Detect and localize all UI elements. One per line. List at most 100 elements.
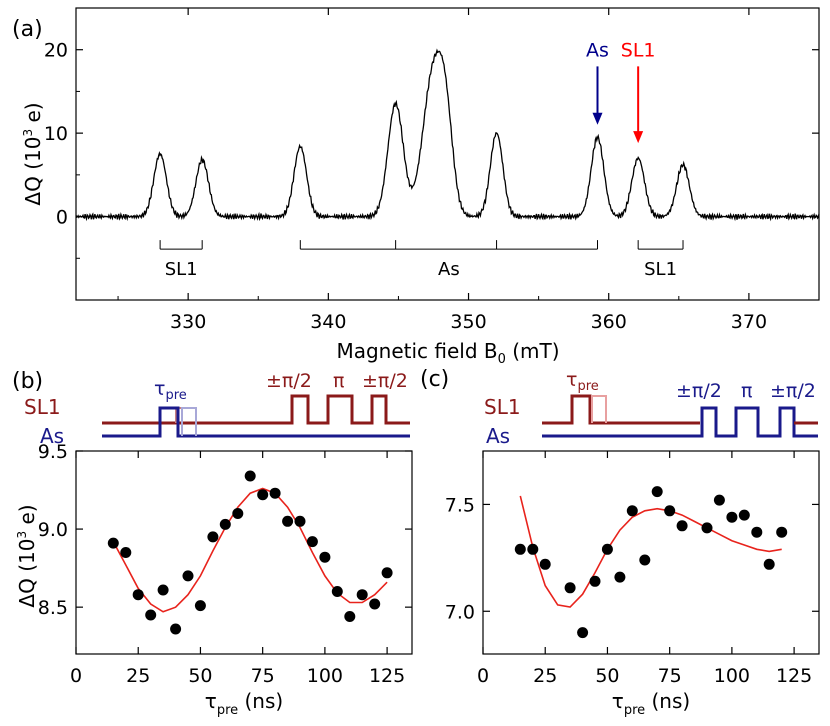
x-tick-label-c: 100	[714, 665, 750, 687]
data-point-c	[626, 505, 638, 517]
x-tick-label-c: 50	[595, 665, 619, 687]
arrow-label-as: As	[586, 39, 609, 61]
data-points-c	[514, 486, 788, 639]
data-point-b	[107, 537, 119, 549]
data-point-b	[331, 586, 343, 597]
pulse-label-pi2-2-c: ±π/2	[770, 380, 816, 402]
pulse-label-as-c: As	[486, 424, 510, 448]
y-tick-label-b: 9.5	[38, 441, 68, 463]
y-tick-label-c: 7.5	[445, 494, 475, 516]
x-tick-label-a: 370	[731, 311, 767, 333]
pulse-label-pi2-1-c: ±π/2	[676, 380, 722, 402]
data-point-c	[577, 627, 589, 639]
x-tick-label-c: 0	[477, 665, 489, 687]
data-point-b	[306, 536, 318, 548]
data-point-c	[514, 543, 526, 555]
x-tick-label-b: 100	[307, 665, 343, 687]
bracket-label: SL1	[165, 259, 198, 280]
data-point-b	[120, 547, 132, 558]
as-pulse-line-c	[542, 406, 818, 438]
data-point-c	[751, 526, 763, 538]
data-point-b	[244, 470, 256, 482]
x-tick-label-b: 50	[188, 665, 212, 687]
data-points-b	[107, 470, 393, 635]
data-point-c	[601, 543, 613, 555]
data-point-b	[145, 609, 157, 621]
data-point-b	[170, 623, 182, 635]
pulse-label-pi2-1-b: ±π/2	[266, 370, 312, 392]
x-tick-label-b: 75	[251, 665, 275, 687]
data-point-b	[356, 589, 368, 601]
data-point-c	[589, 575, 601, 587]
fit-curve-b	[112, 487, 388, 613]
as-pulse-ghost-b	[181, 407, 197, 436]
x-axis-label-c: τpre (ns)	[612, 689, 690, 718]
data-point-c	[776, 526, 788, 538]
spectrum-trace	[75, 48, 820, 222]
x-axis-label-b: τpre (ns)	[205, 689, 283, 718]
sl1-pulse-line-c	[542, 394, 700, 425]
data-point-c	[539, 558, 551, 570]
data-point-c	[763, 558, 775, 570]
axis-ticks-c: 0 25 50 75 100 125 7.0 7.5	[445, 451, 819, 687]
tau-label-b: τpre	[154, 378, 187, 403]
x-axis-label-a: Magnetic field B0 (mT)	[336, 339, 559, 367]
data-point-b	[344, 611, 356, 622]
data-point-c	[614, 571, 626, 583]
x-tick-label-a: 350	[450, 311, 486, 333]
data-point-c	[639, 554, 651, 566]
pulse-label-pi2-2-b: ±π/2	[362, 370, 408, 392]
pulse-label-sl1-b: SL1	[24, 395, 61, 419]
plot-frame-c	[482, 450, 820, 655]
data-point-b	[132, 589, 144, 601]
plot-frame-b	[75, 450, 413, 655]
data-point-c	[701, 522, 713, 534]
sl1-pulse-ghost-c	[591, 395, 607, 423]
data-point-c	[676, 520, 688, 532]
data-point-b	[369, 598, 381, 610]
tau-label-c: τpre	[566, 369, 599, 394]
sl1-pulse-line-b	[102, 394, 410, 425]
x-tick-label-b: 0	[70, 665, 82, 687]
bracket-label: SL1	[644, 259, 677, 280]
arrow-label-sl1: SL1	[621, 39, 656, 61]
bracket-label: As	[438, 259, 460, 280]
pulse-diagram-c: SL1 As τpre ±π/2 π ±π/2	[484, 369, 818, 448]
x-tick-label-a: 340	[310, 311, 346, 333]
data-point-b	[282, 515, 294, 527]
panel-c: 0 25 50 75 100 125 7.0 7.5 τpre (ns)	[445, 450, 820, 718]
y-axis-label-a: ΔQ (103 e)	[21, 102, 45, 205]
y-tick-label-c: 7.0	[445, 601, 475, 623]
x-tick-label-c: 125	[776, 665, 812, 687]
arrow-head-as	[592, 112, 603, 125]
y-axis-label-b: ΔQ (103 e)	[15, 504, 39, 607]
y-tick-label-b: 9.0	[38, 519, 68, 541]
data-point-b	[319, 551, 331, 563]
as-pulse-line-b	[102, 406, 410, 438]
pulse-diagram-b: SL1 As τpre ±π/2 π ±π/2	[24, 370, 410, 448]
pulse-label-pi-c: π	[741, 380, 752, 402]
panel-label-b: (b)	[12, 369, 43, 394]
data-point-b	[294, 515, 306, 527]
panel-label-c: (c)	[420, 367, 449, 392]
data-point-b	[232, 508, 244, 519]
data-point-c	[713, 494, 725, 506]
x-tick-label-c: 75	[658, 665, 682, 687]
pulse-label-pi-b: π	[333, 370, 344, 392]
x-tick-label-c: 25	[533, 665, 557, 687]
pulse-label-sl1-c: SL1	[484, 395, 521, 419]
pulse-label-as-b: As	[40, 424, 64, 448]
data-point-b	[194, 600, 206, 612]
data-point-b	[207, 531, 219, 543]
y-tick-label-a: 10	[44, 123, 68, 145]
y-tick-label-a: 20	[44, 40, 68, 62]
data-point-c	[726, 511, 738, 523]
fit-curve-c	[519, 495, 782, 608]
data-point-b	[269, 487, 281, 499]
